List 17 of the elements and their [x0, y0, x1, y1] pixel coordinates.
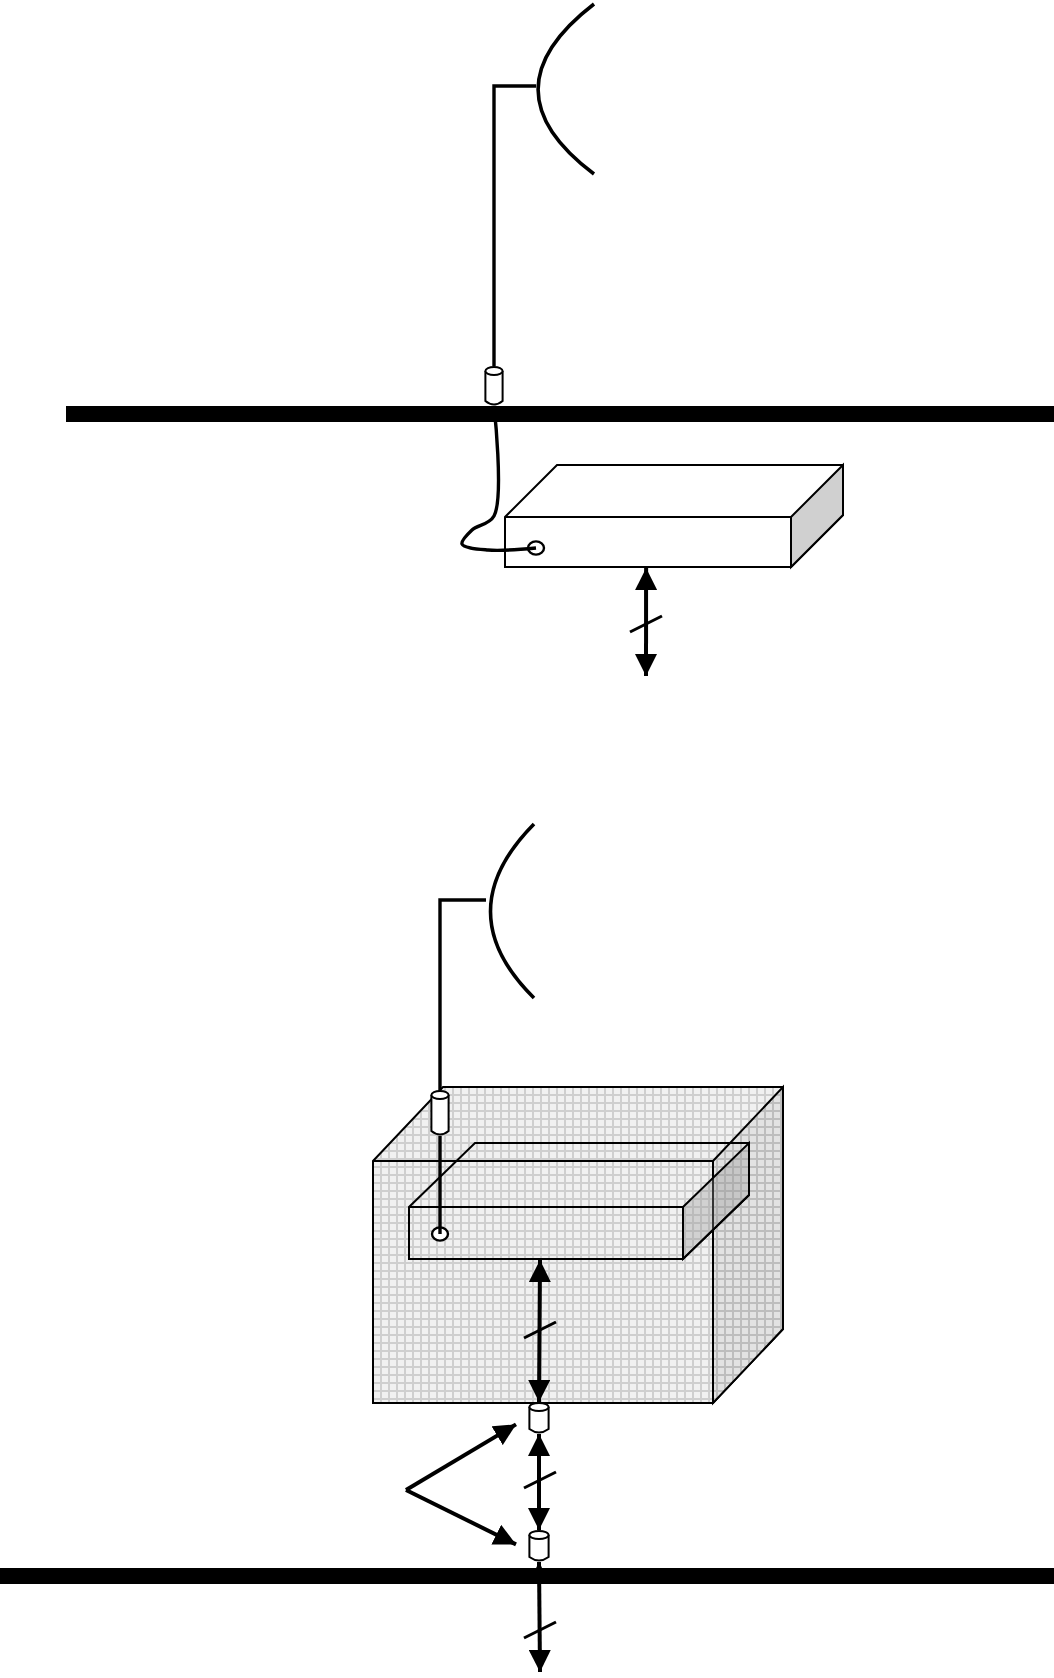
double-arrow: [523, 1434, 557, 1530]
cable-connector: [528, 1530, 550, 1562]
cable-connector: [430, 1090, 450, 1136]
receiver-box: [409, 1143, 749, 1259]
cable-line: [460, 405, 537, 552]
cable-line: [492, 84, 537, 366]
cable-line: [438, 1136, 442, 1234]
double-arrow: [629, 568, 663, 676]
leader-line: [404, 1422, 518, 1492]
leader-line: [405, 1488, 517, 1547]
cable-line: [438, 898, 486, 1090]
receiver-box: [504, 464, 844, 568]
enclosure-box: [372, 1086, 784, 1404]
double-arrow: [523, 1561, 557, 1673]
double-arrow: [523, 1260, 557, 1402]
cable-connector: [484, 366, 504, 406]
cable-connector: [528, 1402, 550, 1434]
